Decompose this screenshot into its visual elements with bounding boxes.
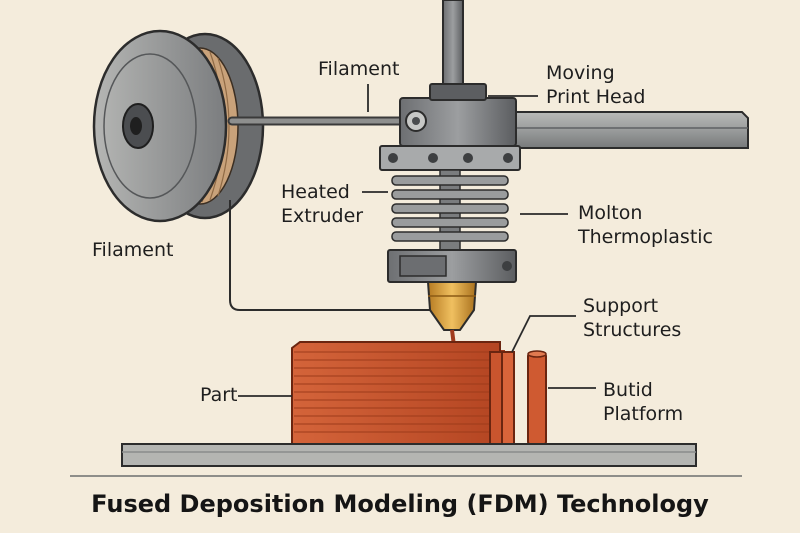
label-filament-top: Filament — [318, 58, 400, 80]
filament-spool — [92, 29, 265, 223]
label-moving-print-head: Moving Print Head — [546, 61, 645, 109]
support-structures — [489, 350, 547, 445]
label-moving-print-head-line2: Print Head — [546, 86, 646, 108]
gantry-rail — [504, 111, 749, 149]
heater-block — [387, 249, 517, 283]
label-support-line1: Support — [583, 295, 659, 317]
leader-lines — [238, 84, 596, 397]
label-heated-extruder-line2: Extruder — [281, 205, 364, 227]
label-molton-line1: Molton — [578, 202, 643, 224]
extruder-fins — [391, 169, 509, 257]
label-molton-thermoplastic: Molton Thermoplastic — [578, 201, 713, 249]
label-butid-platform: Butid Platform — [603, 378, 683, 426]
label-heated-extruder-line1: Heated — [281, 181, 350, 203]
label-heated-extruder: Heated Extruder — [281, 180, 363, 228]
label-moving-print-head-line1: Moving — [546, 62, 615, 84]
diagram-title: Fused Deposition Modeling (FDM) Technolo… — [91, 490, 709, 518]
label-molton-line2: Thermoplastic — [578, 226, 714, 248]
label-filament-spool: Filament — [92, 239, 174, 261]
filament-strand — [227, 116, 432, 311]
leader-support — [511, 315, 576, 353]
label-support-structures: Support Structures — [583, 294, 681, 342]
label-platform-line1: Butid — [603, 379, 653, 401]
print-head — [379, 83, 521, 171]
label-part: Part — [200, 384, 238, 406]
vertical-rod — [442, 0, 464, 93]
label-platform-line2: Platform — [603, 403, 684, 425]
build-platform — [70, 443, 742, 477]
label-support-line2: Structures — [583, 319, 682, 341]
printed-part — [291, 341, 501, 445]
